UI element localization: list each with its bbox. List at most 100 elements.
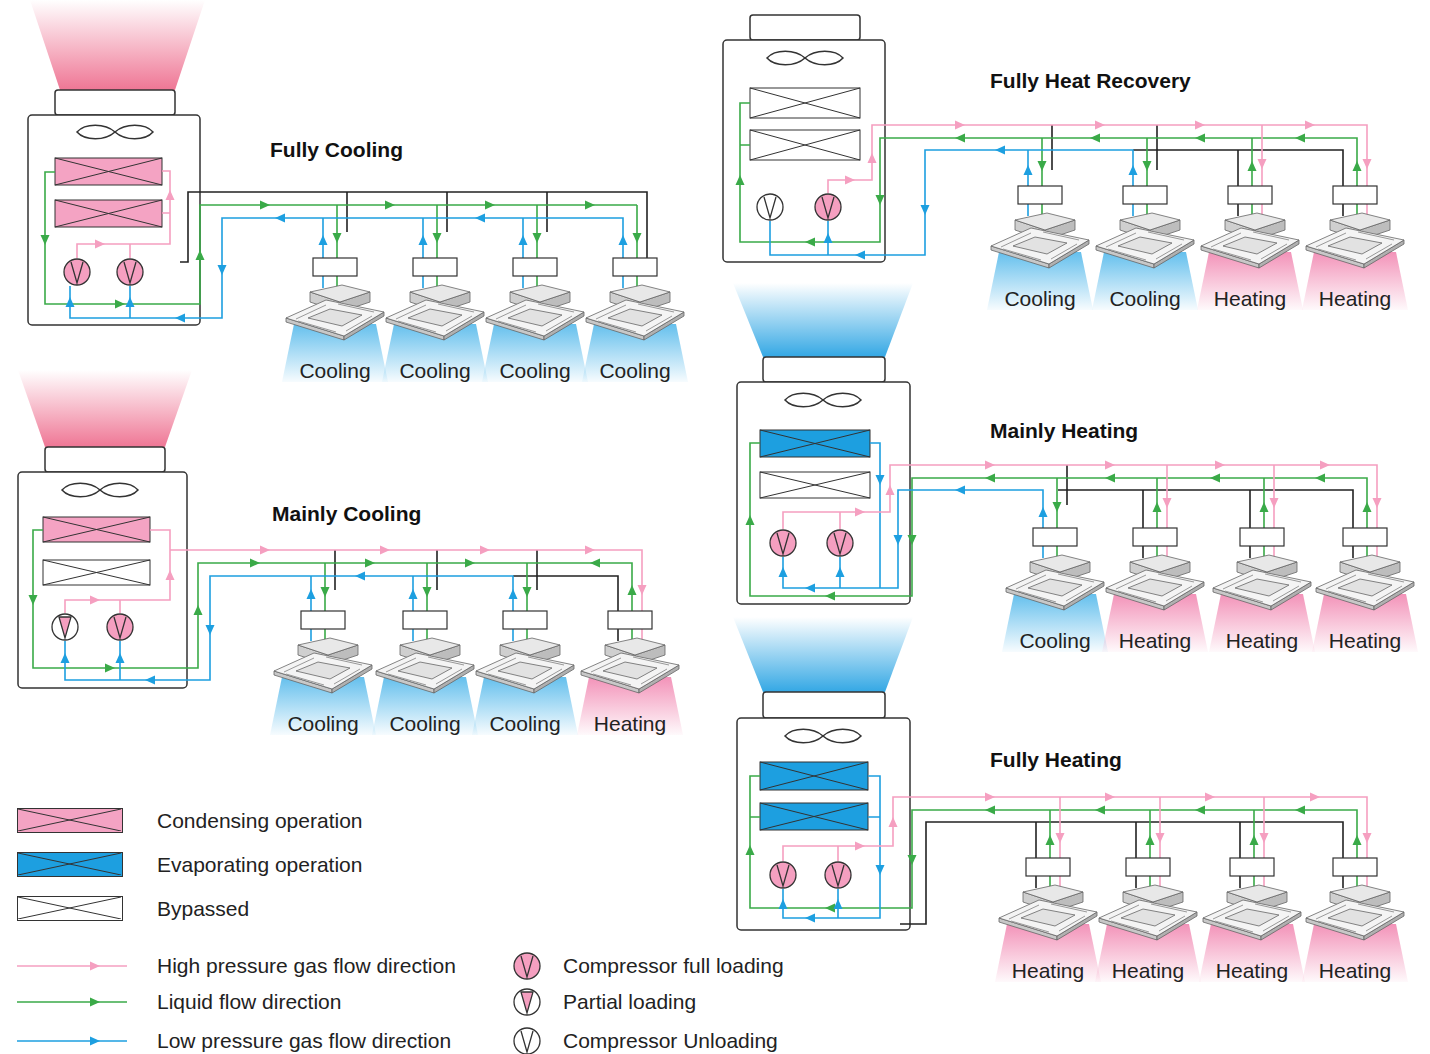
legend-arrow: [90, 998, 100, 1007]
compressor-full: [770, 530, 796, 556]
cassette-vents: [1211, 232, 1289, 260]
cassette-vents: [1116, 574, 1194, 602]
cassette-vents: [1326, 574, 1404, 602]
cassette-grille: [408, 309, 462, 326]
indoor-unit: Heating: [1197, 882, 1307, 982]
compressor-unloading: [757, 194, 783, 220]
mode-label: Heating: [1329, 630, 1401, 652]
cassette-vents: [486, 657, 564, 685]
cassette-body: [1123, 885, 1183, 902]
mode-label: Cooling: [499, 360, 570, 382]
cassette-panel: [1096, 228, 1194, 264]
mode-label: Cooling: [1019, 630, 1090, 652]
cassette-grille: [498, 662, 552, 679]
high-pressure-pipe: [828, 125, 1367, 216]
cassette-vents: [284, 657, 362, 685]
compressor-full: [117, 259, 143, 285]
outdoor-unit: [723, 40, 885, 262]
coil: [760, 803, 868, 830]
cassette-body: [1330, 213, 1390, 230]
legend-samples: [17, 953, 540, 1054]
cassette-panel: [376, 653, 474, 689]
cassette-vents: [1223, 574, 1301, 602]
cassette-body: [1340, 555, 1400, 572]
indoor-unit: Cooling: [985, 210, 1095, 310]
cassette-body: [1330, 885, 1390, 902]
legend-text: Compressor full loading: [563, 954, 784, 978]
high-pressure-pipe: [783, 797, 1367, 888]
coil-cross-lines: [18, 853, 121, 875]
legend-text: Liquid flow direction: [157, 990, 341, 1014]
cassette-panel: [486, 300, 584, 336]
legend-arrow: [90, 962, 100, 971]
cassette-panel: [286, 300, 384, 336]
legend-text: Evaporating operation: [157, 853, 362, 877]
cassette-vents: [496, 304, 574, 332]
mode-label: Heating: [1119, 630, 1191, 652]
cassette-grille: [1128, 579, 1182, 596]
legend-swatch: [17, 808, 123, 833]
cassette-body: [310, 285, 370, 302]
cassette-grille: [1235, 579, 1289, 596]
fully-cooling-system: [28, 0, 657, 325]
coil: [760, 762, 868, 790]
indoor-unit: Heating: [575, 635, 685, 735]
outdoor-unit-cap: [763, 692, 885, 718]
fully-heating-system: [733, 617, 1377, 930]
mode-label: Heating: [1319, 288, 1391, 310]
branch-boxes: [1026, 858, 1377, 876]
indoor-unit: Cooling: [370, 635, 480, 735]
compressor-full: [64, 259, 90, 285]
branch-boxes: [1033, 528, 1387, 546]
mode-label: Heating: [1216, 960, 1288, 982]
cassette-panel: [1203, 900, 1301, 936]
legend-text: Condensing operation: [157, 809, 363, 833]
cassette-body: [1120, 213, 1180, 230]
cassette-panel: [1099, 900, 1197, 936]
cassette-vents: [396, 304, 474, 332]
legend-text: High pressure gas flow direction: [157, 954, 456, 978]
indoor-unit: Cooling: [380, 282, 490, 382]
outdoor-unit: [737, 718, 910, 930]
coil: [55, 200, 162, 227]
branch-boxes: [1018, 186, 1377, 204]
indoor-unit: Cooling: [470, 635, 580, 735]
outdoor-unit: [28, 115, 200, 325]
cassette-vents: [386, 657, 464, 685]
legend-line: [17, 1001, 127, 1003]
branch-boxes: [301, 611, 652, 629]
cassette-body: [1023, 885, 1083, 902]
cassette-grille: [296, 662, 350, 679]
cassette-panel: [1306, 228, 1404, 264]
cassette-grille: [398, 662, 452, 679]
outdoor-unit: [737, 382, 910, 604]
cassette-vents: [1316, 904, 1394, 932]
outdoor-unit: [18, 472, 187, 688]
indoor-unit: Heating: [1100, 552, 1210, 652]
branch-boxes: [313, 258, 657, 276]
mode-label: Cooling: [389, 713, 460, 735]
heat-rejection-glow: [18, 370, 192, 447]
cassette-panel: [1316, 570, 1414, 606]
heat-recovery-system: [723, 15, 1377, 262]
cassette-body: [1130, 555, 1190, 572]
indoor-unit: Heating: [1310, 552, 1420, 652]
legend-line: [17, 965, 127, 967]
fan-symbol: [77, 125, 153, 139]
cassette-panel: [999, 900, 1097, 936]
cassette-body: [1237, 555, 1297, 572]
outdoor-unit-cap: [763, 357, 885, 382]
cassette-vents: [1009, 904, 1087, 932]
indoor-unit: Heating: [1093, 882, 1203, 982]
cassette-body: [605, 638, 665, 655]
mode-title: Mainly Heating: [990, 419, 1138, 443]
coil: [750, 88, 860, 118]
cassette-grille: [1338, 579, 1392, 596]
cassette-panel: [1106, 570, 1204, 606]
closed-pipe: [1052, 125, 1343, 216]
indoor-unit: Heating: [993, 882, 1103, 982]
liquid-pipe: [750, 776, 1357, 908]
compressor-full: [815, 194, 841, 220]
compressor-full: [107, 614, 133, 640]
cassette-body: [610, 285, 670, 302]
